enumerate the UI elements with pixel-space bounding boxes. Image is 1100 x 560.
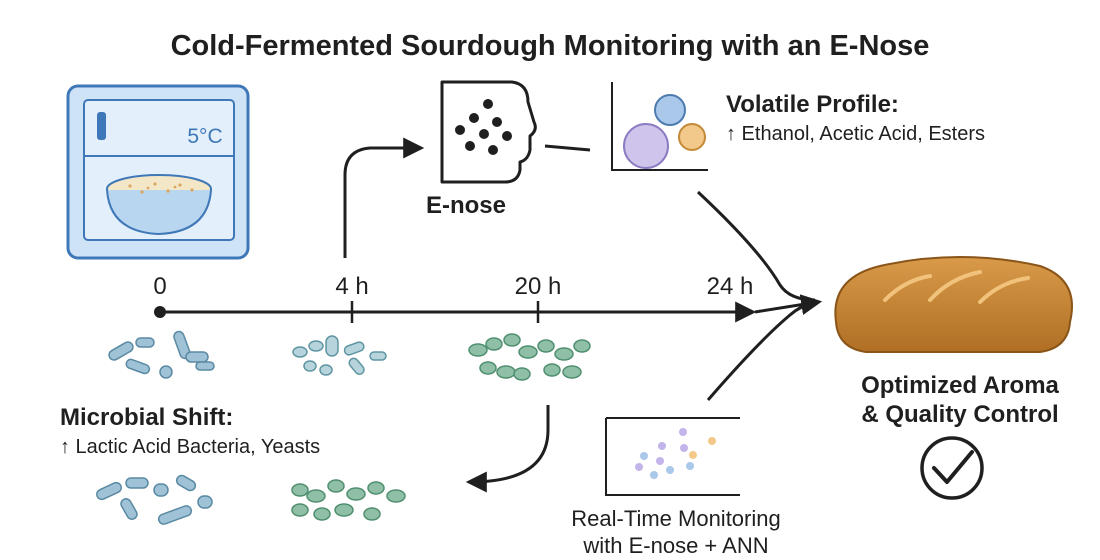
bacteria-group-0h (108, 330, 215, 379)
monitoring-line-2: with E-nose + ANN (582, 533, 768, 558)
check-circle-icon (920, 436, 984, 500)
monitoring-scatter-plot (605, 417, 740, 496)
scatter-point (635, 463, 643, 471)
enose-face-icon (440, 80, 537, 184)
scatter-point (658, 442, 666, 450)
tick-label-3: 24 h (707, 273, 754, 300)
timeline-start-dot (154, 306, 166, 318)
microbial-title: Microbial Shift: (60, 404, 233, 431)
bacteria-group-lower-left (95, 474, 213, 525)
volatile-title: Volatile Profile: (726, 91, 899, 118)
arrow-volatile-to-bread (696, 190, 816, 302)
bacteria-group-20h (468, 333, 591, 381)
bread-icon (834, 256, 1073, 353)
timeline (154, 301, 757, 323)
fridge-temperature: 5°C (187, 125, 222, 148)
outcome-line-2: & Quality Control (861, 401, 1058, 428)
arrow-to-microbial-shift (465, 405, 550, 493)
scatter-point (650, 471, 658, 479)
volatile-detail: ↑ Ethanol, Acetic Acid, Esters (726, 123, 985, 145)
scatter-point (656, 457, 664, 465)
blob-blue (654, 94, 686, 126)
arrow-timeline-to-bread (754, 294, 823, 316)
bacteria-group-lower-right (291, 479, 406, 521)
outcome-line-1: Optimized Aroma (861, 372, 1059, 399)
scatter-point (640, 452, 648, 460)
scatter-point (679, 428, 687, 436)
scatter-point (689, 451, 697, 459)
fridge-icon (66, 84, 250, 260)
enose-label: E-nose (426, 192, 506, 219)
tick-label-2: 20 h (515, 273, 562, 300)
scatter-point (680, 444, 688, 452)
scatter-point (666, 466, 674, 474)
scatter-point (686, 462, 694, 470)
blob-orange (678, 123, 706, 151)
tick-label-1: 4 h (335, 273, 368, 300)
blob-purple (623, 123, 669, 169)
monitoring-line-1: Real-Time Monitoring (571, 506, 780, 531)
diagram-title: Cold-Fermented Sourdough Monitoring with… (171, 30, 930, 62)
arrow-to-enose (343, 137, 425, 258)
tick-label-0: 0 (153, 273, 166, 300)
enose-to-plot-line (544, 144, 591, 152)
volatile-plot (611, 82, 708, 171)
scatter-point (708, 437, 716, 445)
bacteria-group-4h (292, 335, 387, 376)
arrow-monitoring-to-bread (706, 300, 816, 401)
microbial-detail: ↑ Lactic Acid Bacteria, Yeasts (60, 436, 320, 458)
